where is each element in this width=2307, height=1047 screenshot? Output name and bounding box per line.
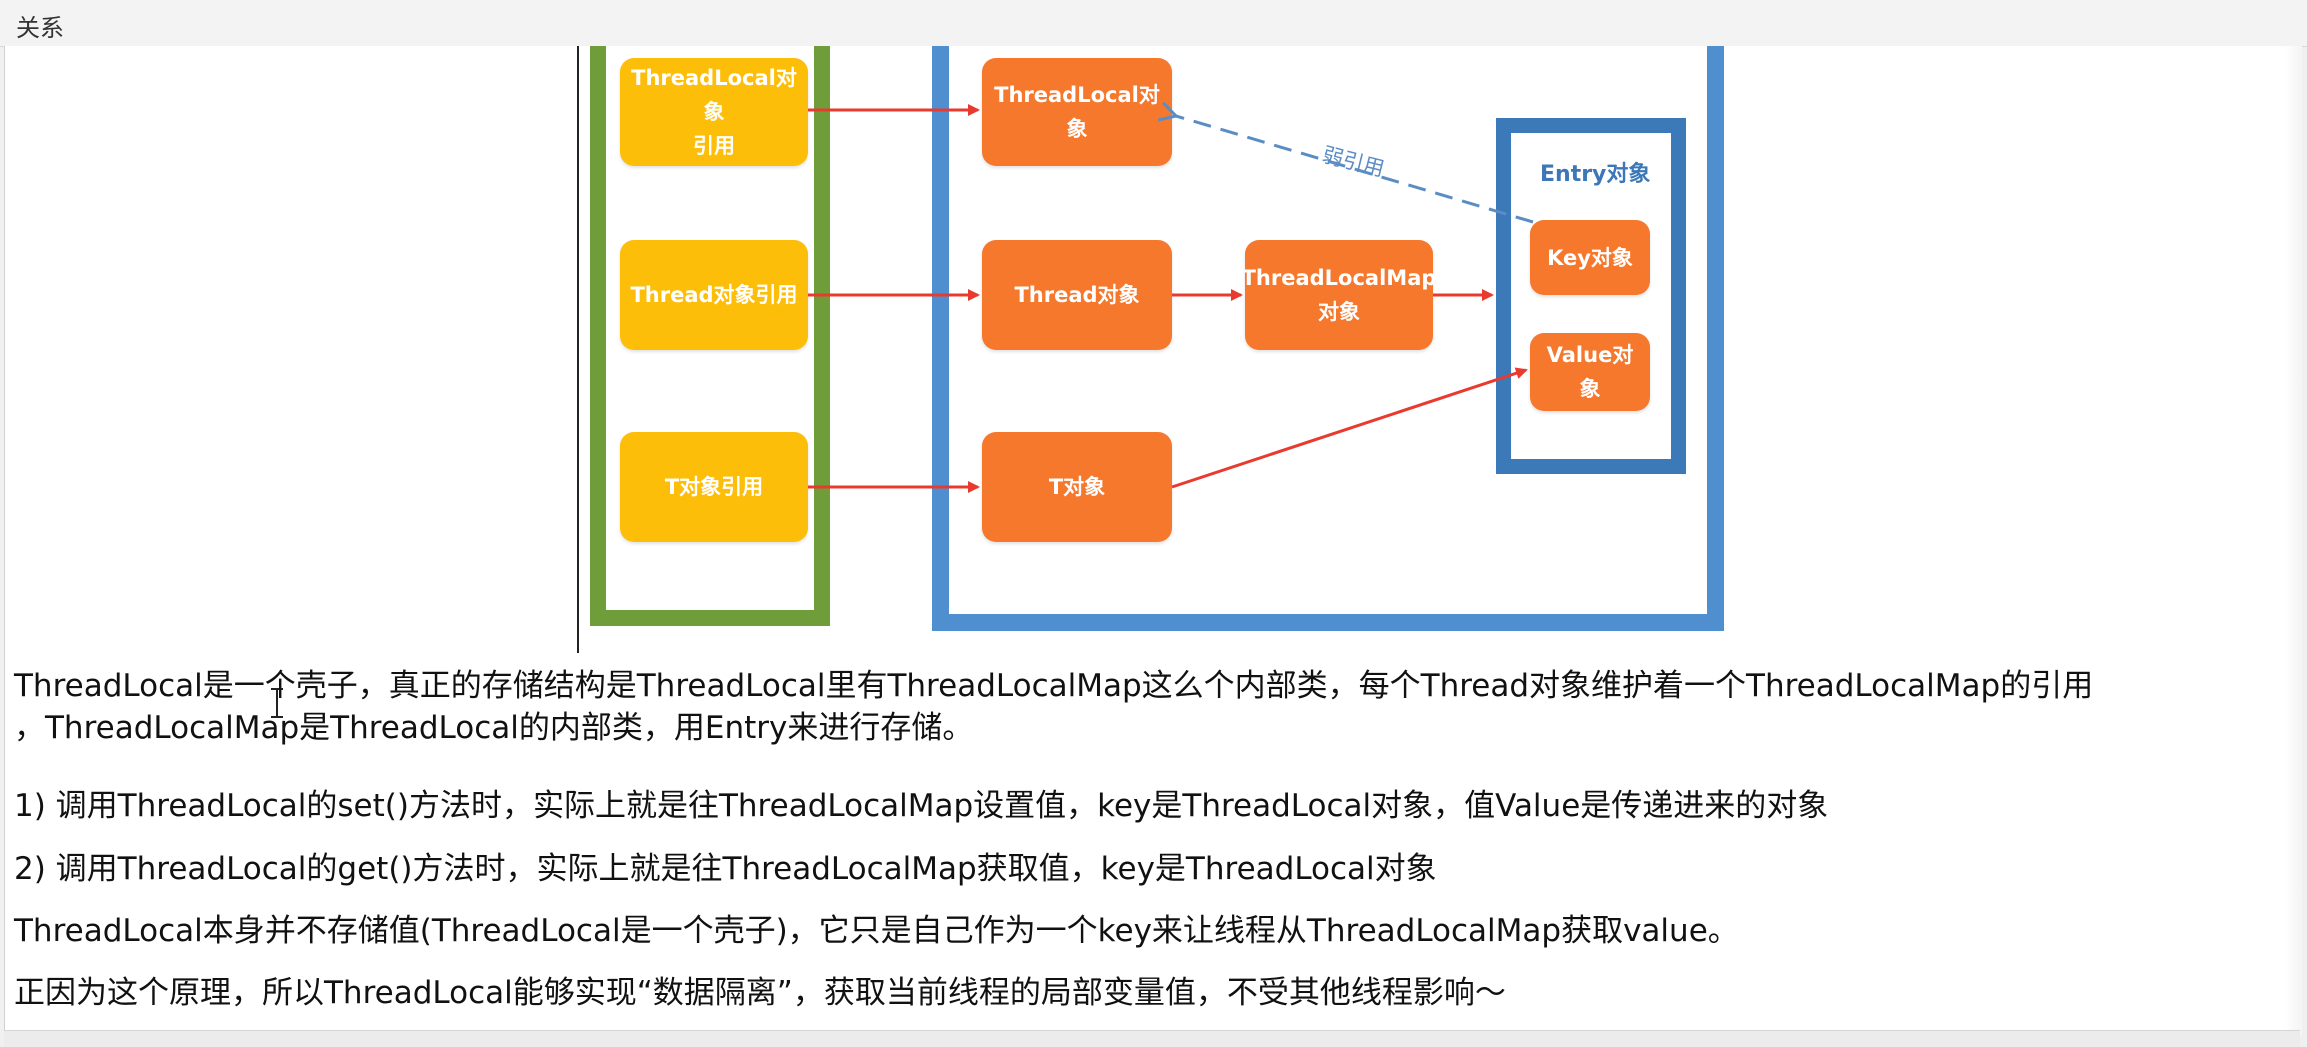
thread-object-label: Thread对象 bbox=[1014, 283, 1140, 307]
vertical-scrollbar[interactable] bbox=[2284, 46, 2302, 1036]
paragraph-2: 1) 调用ThreadLocal的set()方法时，实际上就是往ThreadLo… bbox=[14, 788, 1829, 824]
thread-ref-label: Thread对象引用 bbox=[630, 283, 798, 307]
threadlocal-ref-label-1: ThreadLocal对象 bbox=[631, 66, 797, 124]
stack-panel bbox=[590, 46, 830, 626]
text-cursor-icon bbox=[271, 688, 283, 718]
key-object-box: Key对象 bbox=[1530, 220, 1650, 295]
t-ref-label: T对象引用 bbox=[664, 475, 764, 499]
threadlocal-ref-label-2: 引用 bbox=[693, 134, 735, 158]
vertical-divider bbox=[577, 46, 579, 653]
threadlocal-object-label: ThreadLocal对象 bbox=[994, 83, 1160, 141]
key-object-label: Key对象 bbox=[1547, 245, 1633, 270]
thread-ref-box: Thread对象引用 bbox=[620, 240, 808, 350]
threadlocal-object-box: ThreadLocal对象 bbox=[982, 58, 1172, 166]
thread-object-box: Thread对象 bbox=[982, 240, 1172, 350]
value-object-box: Value对 象 bbox=[1530, 333, 1650, 411]
window-title: 关系 bbox=[16, 14, 64, 42]
paragraph-4: ThreadLocal本身并不存储值(ThreadLocal是一个壳子)，它只是… bbox=[14, 913, 1739, 949]
t-ref-box: T对象引用 bbox=[620, 432, 808, 542]
arrow-weak-reference bbox=[1176, 116, 1534, 224]
paragraph-3: 2) 调用ThreadLocal的get()方法时，实际上就是往ThreadLo… bbox=[14, 851, 1437, 887]
t-object-label: T对象 bbox=[1048, 475, 1106, 499]
paragraph-5: 正因为这个原理，所以ThreadLocal能够实现“数据隔离”，获取当前线程的局… bbox=[14, 975, 1506, 1011]
entry-panel bbox=[1496, 118, 1686, 474]
threadlocalmap-label-2: 对象 bbox=[1318, 300, 1360, 324]
paragraph-1-line-2: ，ThreadLocalMap是ThreadLocal的内部类，用Entry来进… bbox=[14, 710, 974, 746]
threadlocalmap-object-box: ThreadLocalMap 对象 bbox=[1242, 240, 1436, 350]
horizontal-scrollbar[interactable] bbox=[4, 1030, 2300, 1047]
threadlocal-ref-box: ThreadLocal对象 引用 bbox=[620, 58, 808, 166]
heap-panel bbox=[932, 46, 1724, 631]
t-object-box: T对象 bbox=[982, 432, 1172, 542]
value-object-label-2: 象 bbox=[1579, 377, 1601, 401]
threadlocalmap-label-1: ThreadLocalMap bbox=[1241, 266, 1437, 290]
value-object-label-1: Value对 bbox=[1546, 343, 1634, 367]
entry-title: Entry对象 bbox=[1540, 162, 1651, 187]
paragraph-1-line-1: ThreadLocal是一个壳子，真正的存储结构是ThreadLocal里有Th… bbox=[14, 668, 2094, 704]
arrow-t-to-value bbox=[1171, 367, 1528, 489]
